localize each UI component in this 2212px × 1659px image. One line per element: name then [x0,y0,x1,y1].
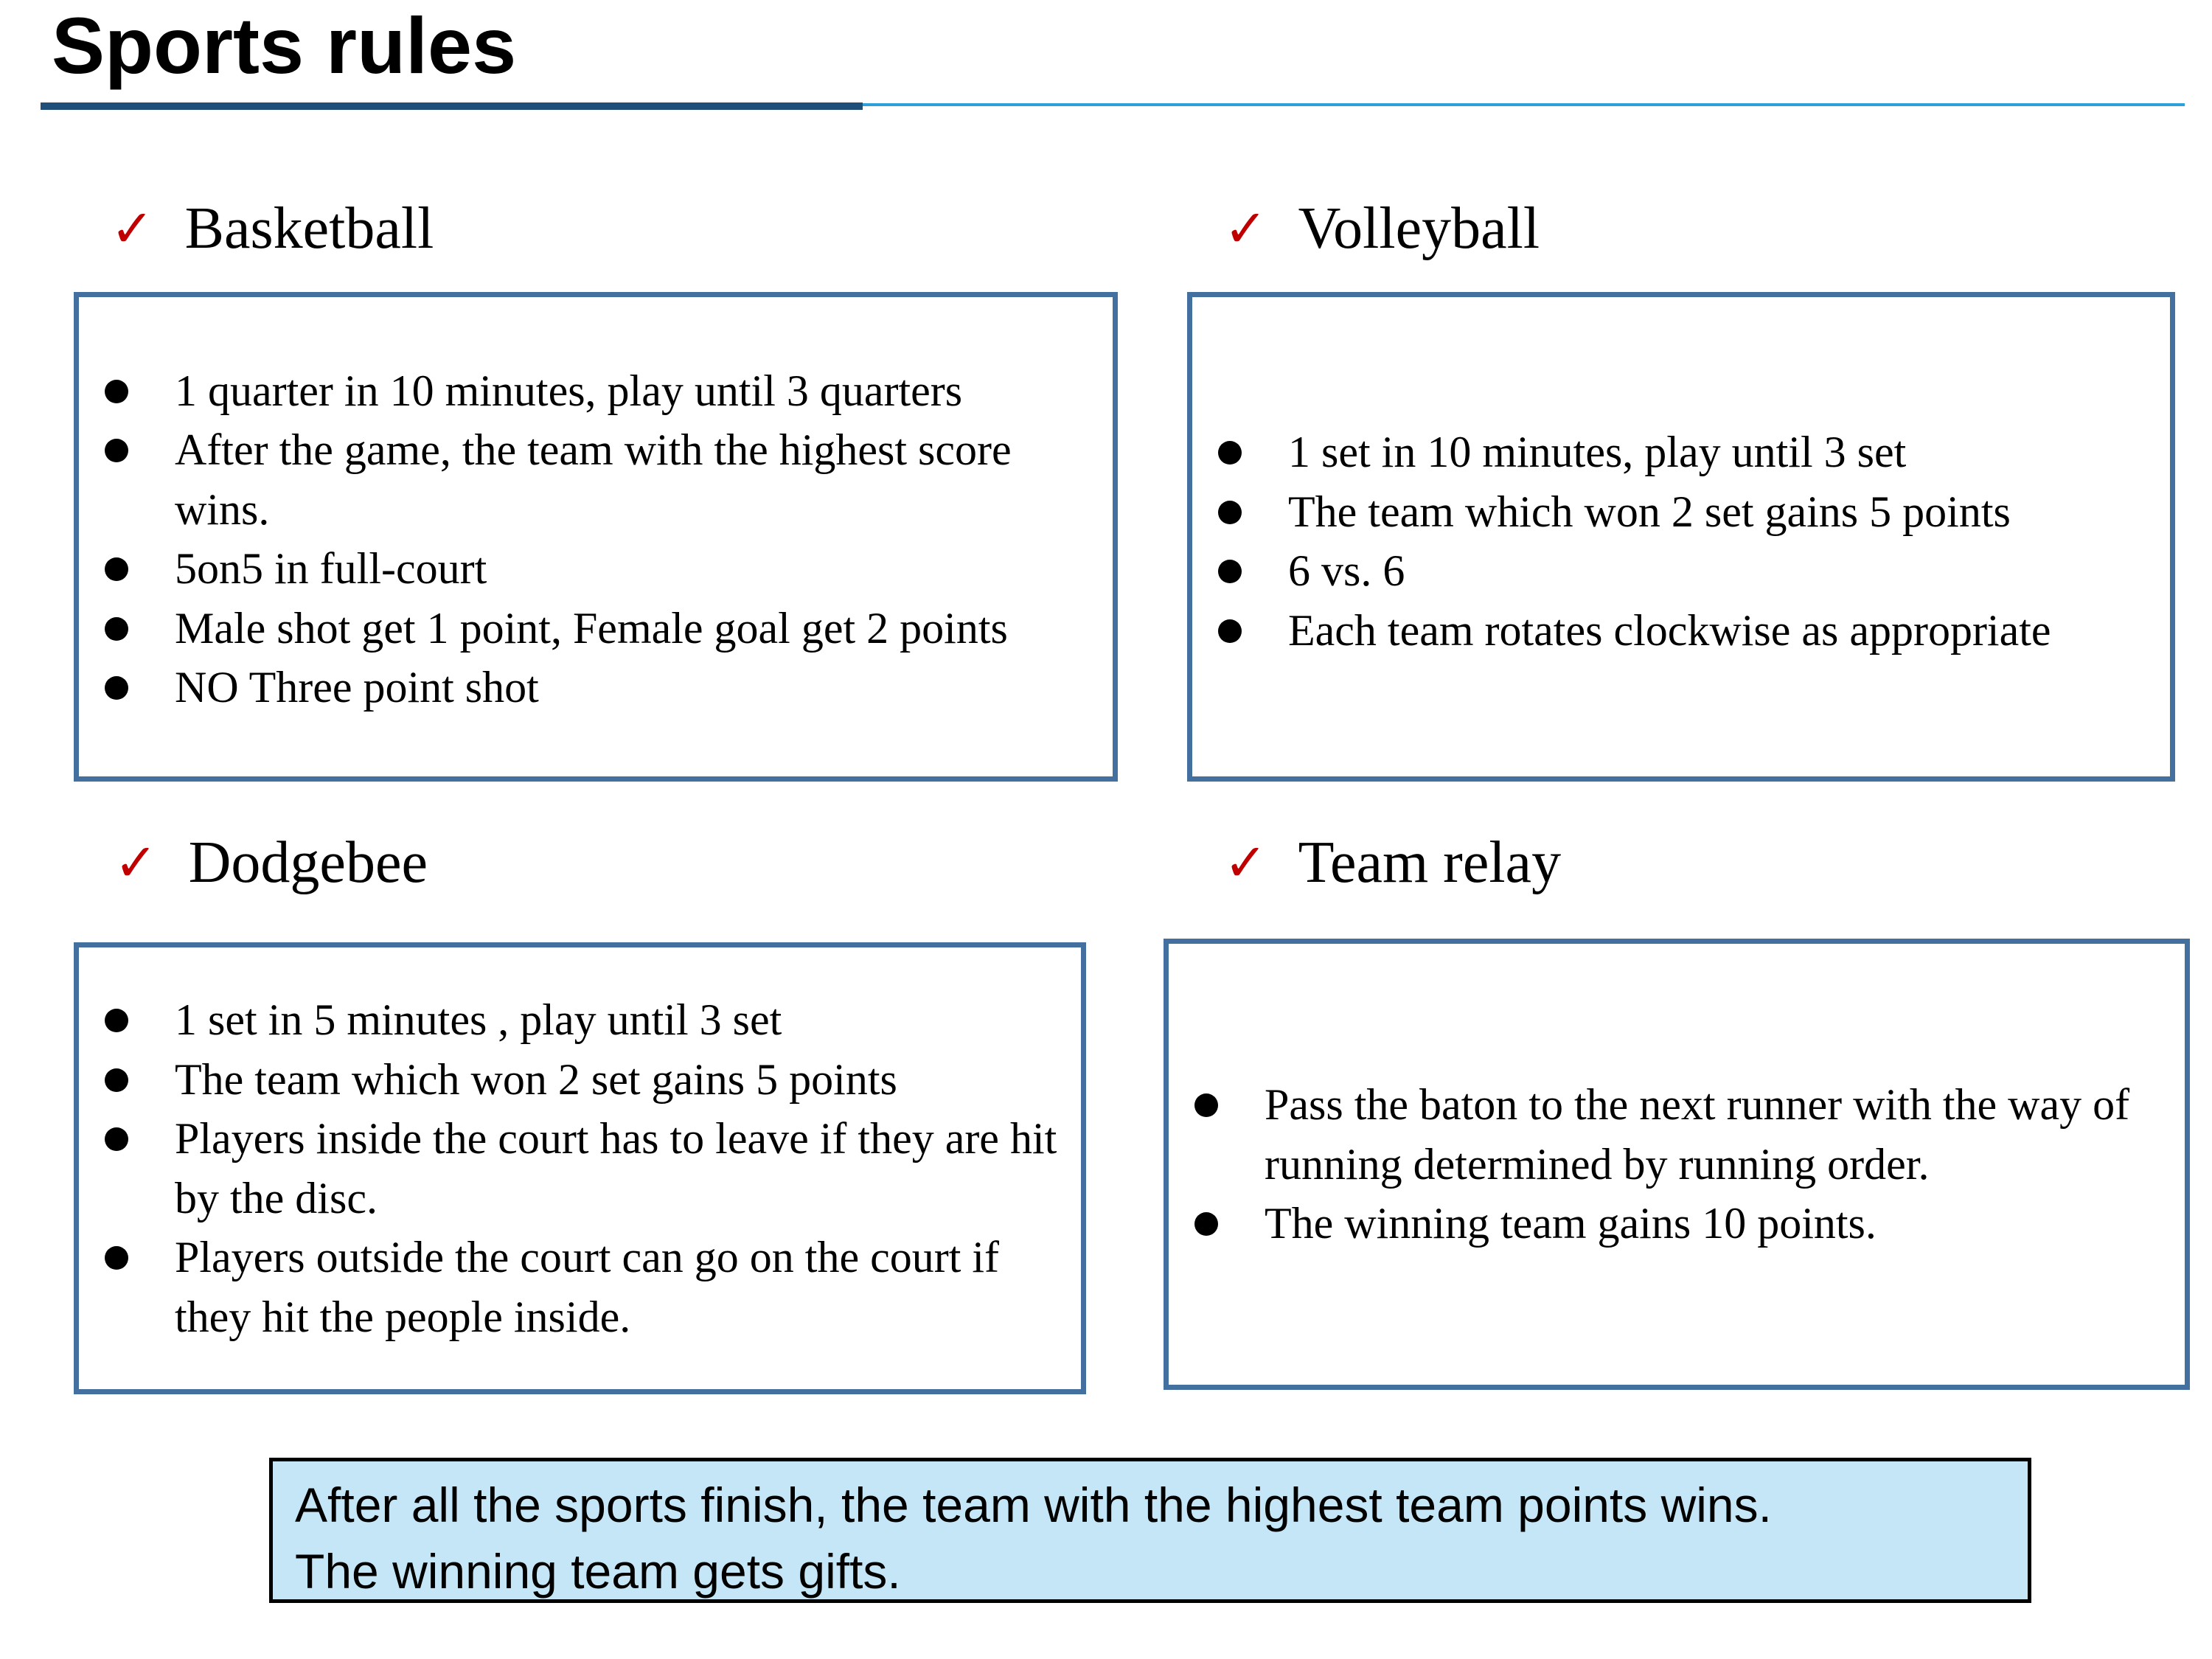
section-heading-basketball: ✓ Basketball [111,199,434,258]
list-item: The team which won 2 set gains 5 points [79,1050,1082,1110]
bullet-icon [105,439,128,462]
check-icon: ✓ [1224,198,1267,259]
team-relay-rules-list: Pass the baton to the next runner with t… [1169,1075,2185,1253]
bullet-icon [1194,1212,1218,1237]
section-heading-text: Volleyball [1298,196,1540,261]
page-title: Sports rules [52,1,517,90]
list-item: 5on5 in full-court [79,539,1067,599]
bullet-icon [105,1246,128,1270]
basketball-rules-list: 1 quarter in 10 minutes, play until 3 qu… [79,361,1113,717]
title-underline-light [863,103,2185,106]
section-heading-text: Basketball [184,196,434,261]
dodgebee-rules-list: 1 set in 5 minutes , play until 3 set Th… [79,990,1081,1346]
list-item: Male shot get 1 point, Female goal get 2… [79,599,1067,658]
bullet-icon [1218,560,1242,583]
bullet-icon [105,1127,128,1151]
bullet-icon [1194,1093,1218,1118]
list-item: Pass the baton to the next runner with t… [1169,1075,2186,1194]
list-item: NO Three point shot [79,658,1067,717]
list-item: 6 vs. 6 [1192,541,2170,601]
section-heading-text: Team relay [1298,830,1562,895]
bullet-icon [105,616,128,641]
bullet-icon [105,1009,128,1032]
list-item: Each team rotates clockwise as appropria… [1192,601,2170,661]
bullet-icon [105,1068,128,1092]
basketball-rules-box: 1 quarter in 10 minutes, play until 3 qu… [74,292,1118,782]
list-item: 1 set in 10 minutes, play until 3 set [1192,422,2170,482]
list-item: 1 set in 5 minutes , play until 3 set [79,990,1082,1050]
summary-box: After all the sports finish, the team wi… [269,1458,2031,1603]
title-underline-dark [41,102,863,110]
bullet-icon [1218,441,1242,465]
list-item: Players outside the court can go on the … [79,1228,1082,1346]
check-icon: ✓ [114,832,158,893]
bullet-icon [105,676,128,700]
summary-line-1: After all the sports finish, the team wi… [295,1478,1772,1532]
list-item: The winning team gains 10 points. [1169,1194,2186,1253]
list-item: 1 quarter in 10 minutes, play until 3 qu… [79,361,1067,421]
section-heading-dodgebee: ✓ Dodgebee [114,833,428,892]
bullet-icon [105,557,128,581]
list-item: The team which won 2 set gains 5 points [1192,482,2170,542]
bullet-icon [1218,619,1242,643]
section-heading-volleyball: ✓ Volleyball [1224,199,1540,258]
check-icon: ✓ [111,198,154,259]
bullet-icon [105,379,128,403]
bullet-icon [1218,500,1242,524]
list-item: Players inside the court has to leave if… [79,1109,1082,1228]
list-item: After the game, the team with the highes… [79,420,1067,539]
check-icon: ✓ [1224,832,1267,893]
section-heading-team-relay: ✓ Team relay [1224,833,1561,892]
volleyball-rules-list: 1 set in 10 minutes, play until 3 set Th… [1192,422,2170,660]
section-heading-text: Dodgebee [188,830,428,895]
dodgebee-rules-box: 1 set in 5 minutes , play until 3 set Th… [74,942,1086,1394]
volleyball-rules-box: 1 set in 10 minutes, play until 3 set Th… [1187,292,2175,782]
team-relay-rules-box: Pass the baton to the next runner with t… [1164,939,2190,1390]
summary-line-2: The winning team gets gifts. [295,1544,901,1599]
